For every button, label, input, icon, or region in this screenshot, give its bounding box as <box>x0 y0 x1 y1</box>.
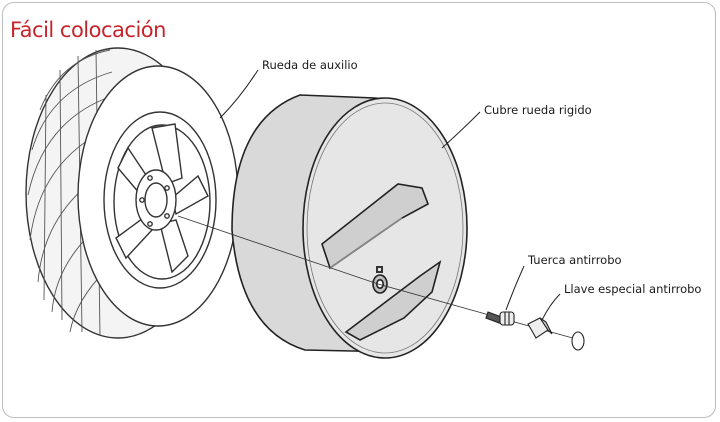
leader-spare-wheel <box>219 69 259 119</box>
tire-tread <box>27 49 113 337</box>
rigid-cover <box>231 94 468 359</box>
key-disk <box>571 331 585 351</box>
leader-special-key <box>541 293 561 321</box>
label-special-key: Llave especial antirrobo <box>564 282 702 296</box>
label-spare-wheel: Rueda de auxilio <box>262 58 358 72</box>
wheel-rim <box>103 111 217 289</box>
label-anti-theft-nut: Tuerca antirrobo <box>528 253 622 267</box>
leader-rigid-cover <box>441 111 481 149</box>
leader-anti-theft-nut <box>505 265 525 311</box>
label-rigid-cover: Cubre rueda rigido <box>484 103 592 117</box>
special-key <box>527 317 553 339</box>
leader-lines <box>219 69 561 321</box>
anti-theft-nut <box>485 311 515 326</box>
diagram-title: Fácil colocación <box>10 18 166 42</box>
spare-wheel <box>25 47 239 339</box>
